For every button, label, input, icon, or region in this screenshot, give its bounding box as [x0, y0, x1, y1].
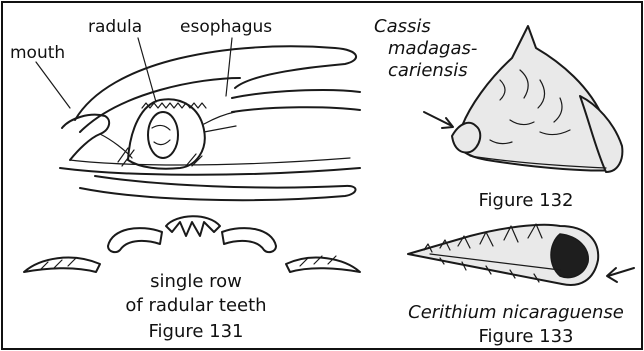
right-marginal-tooth: [286, 258, 360, 272]
cerithium-shell-illustration: [408, 224, 634, 285]
species-name-line3: cariensis: [388, 60, 468, 81]
figure-131-caption: Figure 131: [148, 321, 243, 342]
species-name-line1: Cassis: [374, 16, 431, 37]
teeth-caption-line1: single row: [150, 271, 242, 292]
species-name-cerithium: Cerithium nicaraguense: [408, 302, 624, 323]
label-esophagus: esophagus: [180, 17, 272, 37]
right-lateral-tooth: [222, 228, 276, 252]
central-tooth: [166, 216, 220, 236]
teeth-caption-line2: of radular teeth: [125, 295, 266, 316]
radular-teeth-row: [24, 216, 360, 272]
species-name-line2: madagas-: [388, 38, 477, 59]
figure-132-caption: Figure 132: [478, 190, 573, 211]
left-lateral-tooth: [108, 228, 162, 252]
label-radula: radula: [88, 17, 142, 37]
label-mouth: mouth: [10, 43, 65, 63]
figure-133-caption: Figure 133: [478, 326, 573, 347]
figure-131-anatomy: [36, 38, 360, 200]
